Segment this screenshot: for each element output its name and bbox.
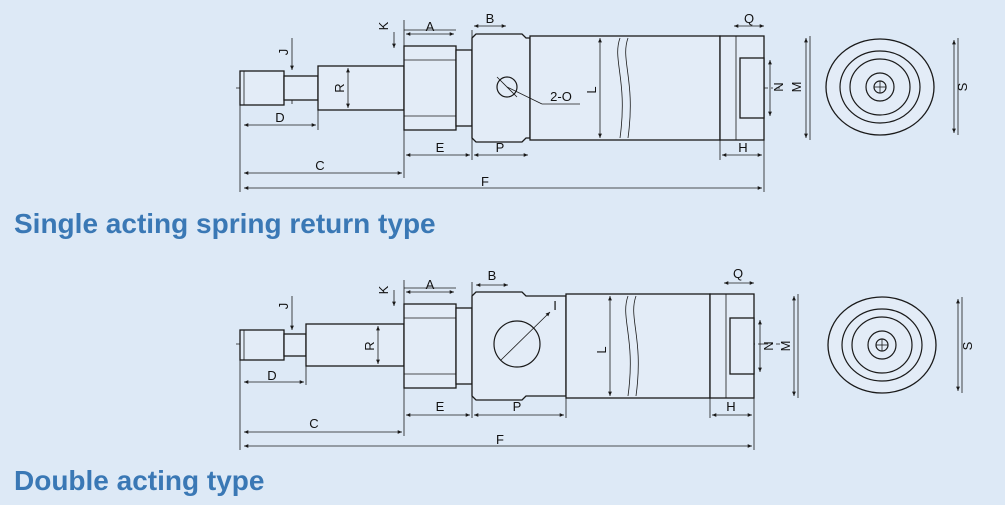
label-2-O: 2-O bbox=[550, 89, 572, 104]
label-C: C bbox=[309, 416, 318, 431]
label-K: K bbox=[376, 285, 391, 294]
label-K: K bbox=[376, 21, 391, 30]
label-N: N bbox=[771, 82, 786, 91]
label-E: E bbox=[436, 140, 445, 155]
label-B: B bbox=[488, 268, 497, 283]
label-J: J bbox=[276, 303, 291, 310]
label-D: D bbox=[267, 368, 276, 383]
label-C: C bbox=[315, 158, 324, 173]
label-I: I bbox=[553, 298, 557, 313]
label-R: R bbox=[332, 83, 347, 92]
label-Q: Q bbox=[744, 11, 754, 26]
label-R: R bbox=[362, 341, 377, 350]
single-acting-drawing: D C F E P H A B Q 2-O K J R L N M S bbox=[236, 11, 970, 192]
label-S: S bbox=[955, 82, 970, 91]
label-J: J bbox=[276, 49, 291, 56]
label-H: H bbox=[738, 140, 747, 155]
title-single-acting: Single acting spring return type bbox=[14, 208, 436, 239]
label-A: A bbox=[426, 277, 435, 292]
label-A: A bbox=[426, 19, 435, 34]
label-H: H bbox=[726, 399, 735, 414]
label-M: M bbox=[778, 341, 793, 352]
label-S: S bbox=[960, 341, 975, 350]
label-F: F bbox=[481, 174, 489, 189]
label-M: M bbox=[789, 82, 804, 93]
double-acting-drawing: D C F E P H A B Q I K J R L N M S bbox=[236, 266, 975, 450]
label-Q: Q bbox=[733, 266, 743, 281]
label-N: N bbox=[761, 341, 776, 350]
label-F: F bbox=[496, 432, 504, 447]
label-E: E bbox=[436, 399, 445, 414]
label-L: L bbox=[594, 346, 609, 353]
label-P: P bbox=[513, 399, 522, 414]
label-B: B bbox=[486, 11, 495, 26]
label-D: D bbox=[275, 110, 284, 125]
label-P: P bbox=[496, 140, 505, 155]
label-L: L bbox=[584, 86, 599, 93]
title-double-acting: Double acting type bbox=[14, 465, 265, 496]
